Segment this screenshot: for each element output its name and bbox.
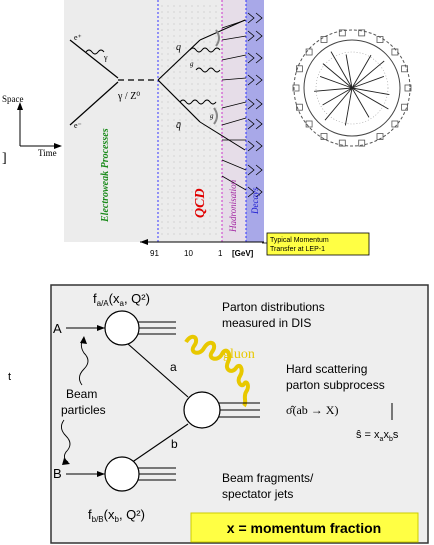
particles-text: particles xyxy=(61,403,106,417)
e-plus-line xyxy=(69,39,119,79)
hadronisation-region xyxy=(222,0,246,242)
scale-unit: [GeV] xyxy=(232,249,254,258)
momentum-transfer-line1: Typical Momentum xyxy=(270,237,329,244)
gluon-mid xyxy=(195,67,221,73)
f-b-B-label: fb/B(xb, Q²) xyxy=(88,507,145,524)
hadron-blob-A xyxy=(104,310,140,346)
momentum-fraction-text: x = momentum fraction xyxy=(227,520,381,536)
gluon-curl xyxy=(184,334,250,408)
beam-pointer-up xyxy=(79,340,89,386)
beam-pointer-down-arrow xyxy=(62,458,70,465)
bottom-left-mark: t xyxy=(8,371,11,383)
energy-axis-arrow xyxy=(140,239,148,245)
fragments-B xyxy=(138,467,176,481)
string-blob-1 xyxy=(215,29,220,47)
beam-B-arrow xyxy=(97,471,105,477)
beam-fragments-text: Beam fragments/ xyxy=(222,471,314,485)
region-electroweak-label: Electroweak Processes xyxy=(100,128,111,223)
f-a-A-label: fa/A(xa, Q²) xyxy=(93,291,150,308)
e-plus-label: e⁺ xyxy=(74,33,82,42)
quark-line-2 xyxy=(199,19,246,41)
scale-10: 10 xyxy=(184,249,193,258)
outgoing-X xyxy=(219,402,260,418)
region-qcd-label: QCD xyxy=(193,188,208,218)
top-left-mark: ] xyxy=(2,151,7,166)
gamma-label: γ xyxy=(103,53,108,62)
measured-in-dis-text: measured in DIS xyxy=(222,316,311,330)
spectator-jets-text: spectator jets xyxy=(222,487,293,501)
beam-A-arrow xyxy=(97,325,105,331)
sigma-hat-text: σ̂(ab → X) xyxy=(286,403,338,417)
space-label: Space xyxy=(2,94,24,104)
label-A: A xyxy=(53,321,62,336)
qbar-label: q̄ xyxy=(176,120,181,131)
decay-fans xyxy=(247,12,263,198)
parton-distributions-text: Parton distributions xyxy=(222,300,325,314)
antiquark-line xyxy=(157,79,201,123)
isr-photon xyxy=(85,49,105,55)
g-label-2: g xyxy=(210,112,214,120)
beam-pointer-down xyxy=(61,419,71,463)
s-hat-text: ŝ = xaxbs xyxy=(356,429,399,443)
space-time-axes xyxy=(17,102,62,149)
region-decays-label: Decays xyxy=(250,187,260,215)
parton-a-line xyxy=(127,343,189,398)
momentum-fraction-box xyxy=(190,512,419,543)
hard-scattering-text: Hard scattering xyxy=(286,362,367,376)
quark-line xyxy=(157,39,201,81)
beam-text: Beam xyxy=(66,387,97,401)
bottom-diagram: t fa/A(xa, Q²) Parton distributions meas… xyxy=(8,284,429,544)
momentum-transfer-box xyxy=(266,232,370,256)
g-label-1: g xyxy=(190,60,194,68)
gluon-label: gluon xyxy=(223,347,255,362)
scale-91: 91 xyxy=(150,249,159,258)
gamma-z-label: γ / Z⁰ xyxy=(117,91,140,102)
gluon-top xyxy=(189,47,221,53)
label-B: B xyxy=(53,466,62,481)
parton-b-line xyxy=(127,423,189,466)
top-diagram: Space Time ] e⁺ e⁻ γ γ / Z⁰ q q̄ g g xyxy=(2,0,370,258)
label-a: a xyxy=(170,360,177,374)
time-label: Time xyxy=(38,148,57,158)
gluon-low xyxy=(179,99,217,105)
hadron-blob-B xyxy=(104,456,140,492)
hadron-lines xyxy=(221,19,247,191)
hard-scatter-blob xyxy=(183,391,221,429)
q-label: q xyxy=(176,42,181,53)
dotted-grid xyxy=(161,5,217,235)
scale-1: 1 xyxy=(218,249,223,258)
fragments-A xyxy=(138,321,176,335)
e-minus-line xyxy=(69,81,119,126)
antiquark-line-2 xyxy=(199,121,246,151)
momentum-transfer-line2: Transfer at LEP-1 xyxy=(270,246,325,253)
detector-event-display xyxy=(292,29,412,147)
string-blob-2 xyxy=(213,107,218,125)
beam-pointer-up-arrow xyxy=(80,336,87,344)
region-hadronisation-label: Hadronisation xyxy=(228,179,238,233)
e-minus-label: e⁻ xyxy=(74,121,82,130)
label-b: b xyxy=(171,437,178,451)
parton-subprocess-text: parton subprocess xyxy=(286,378,385,392)
